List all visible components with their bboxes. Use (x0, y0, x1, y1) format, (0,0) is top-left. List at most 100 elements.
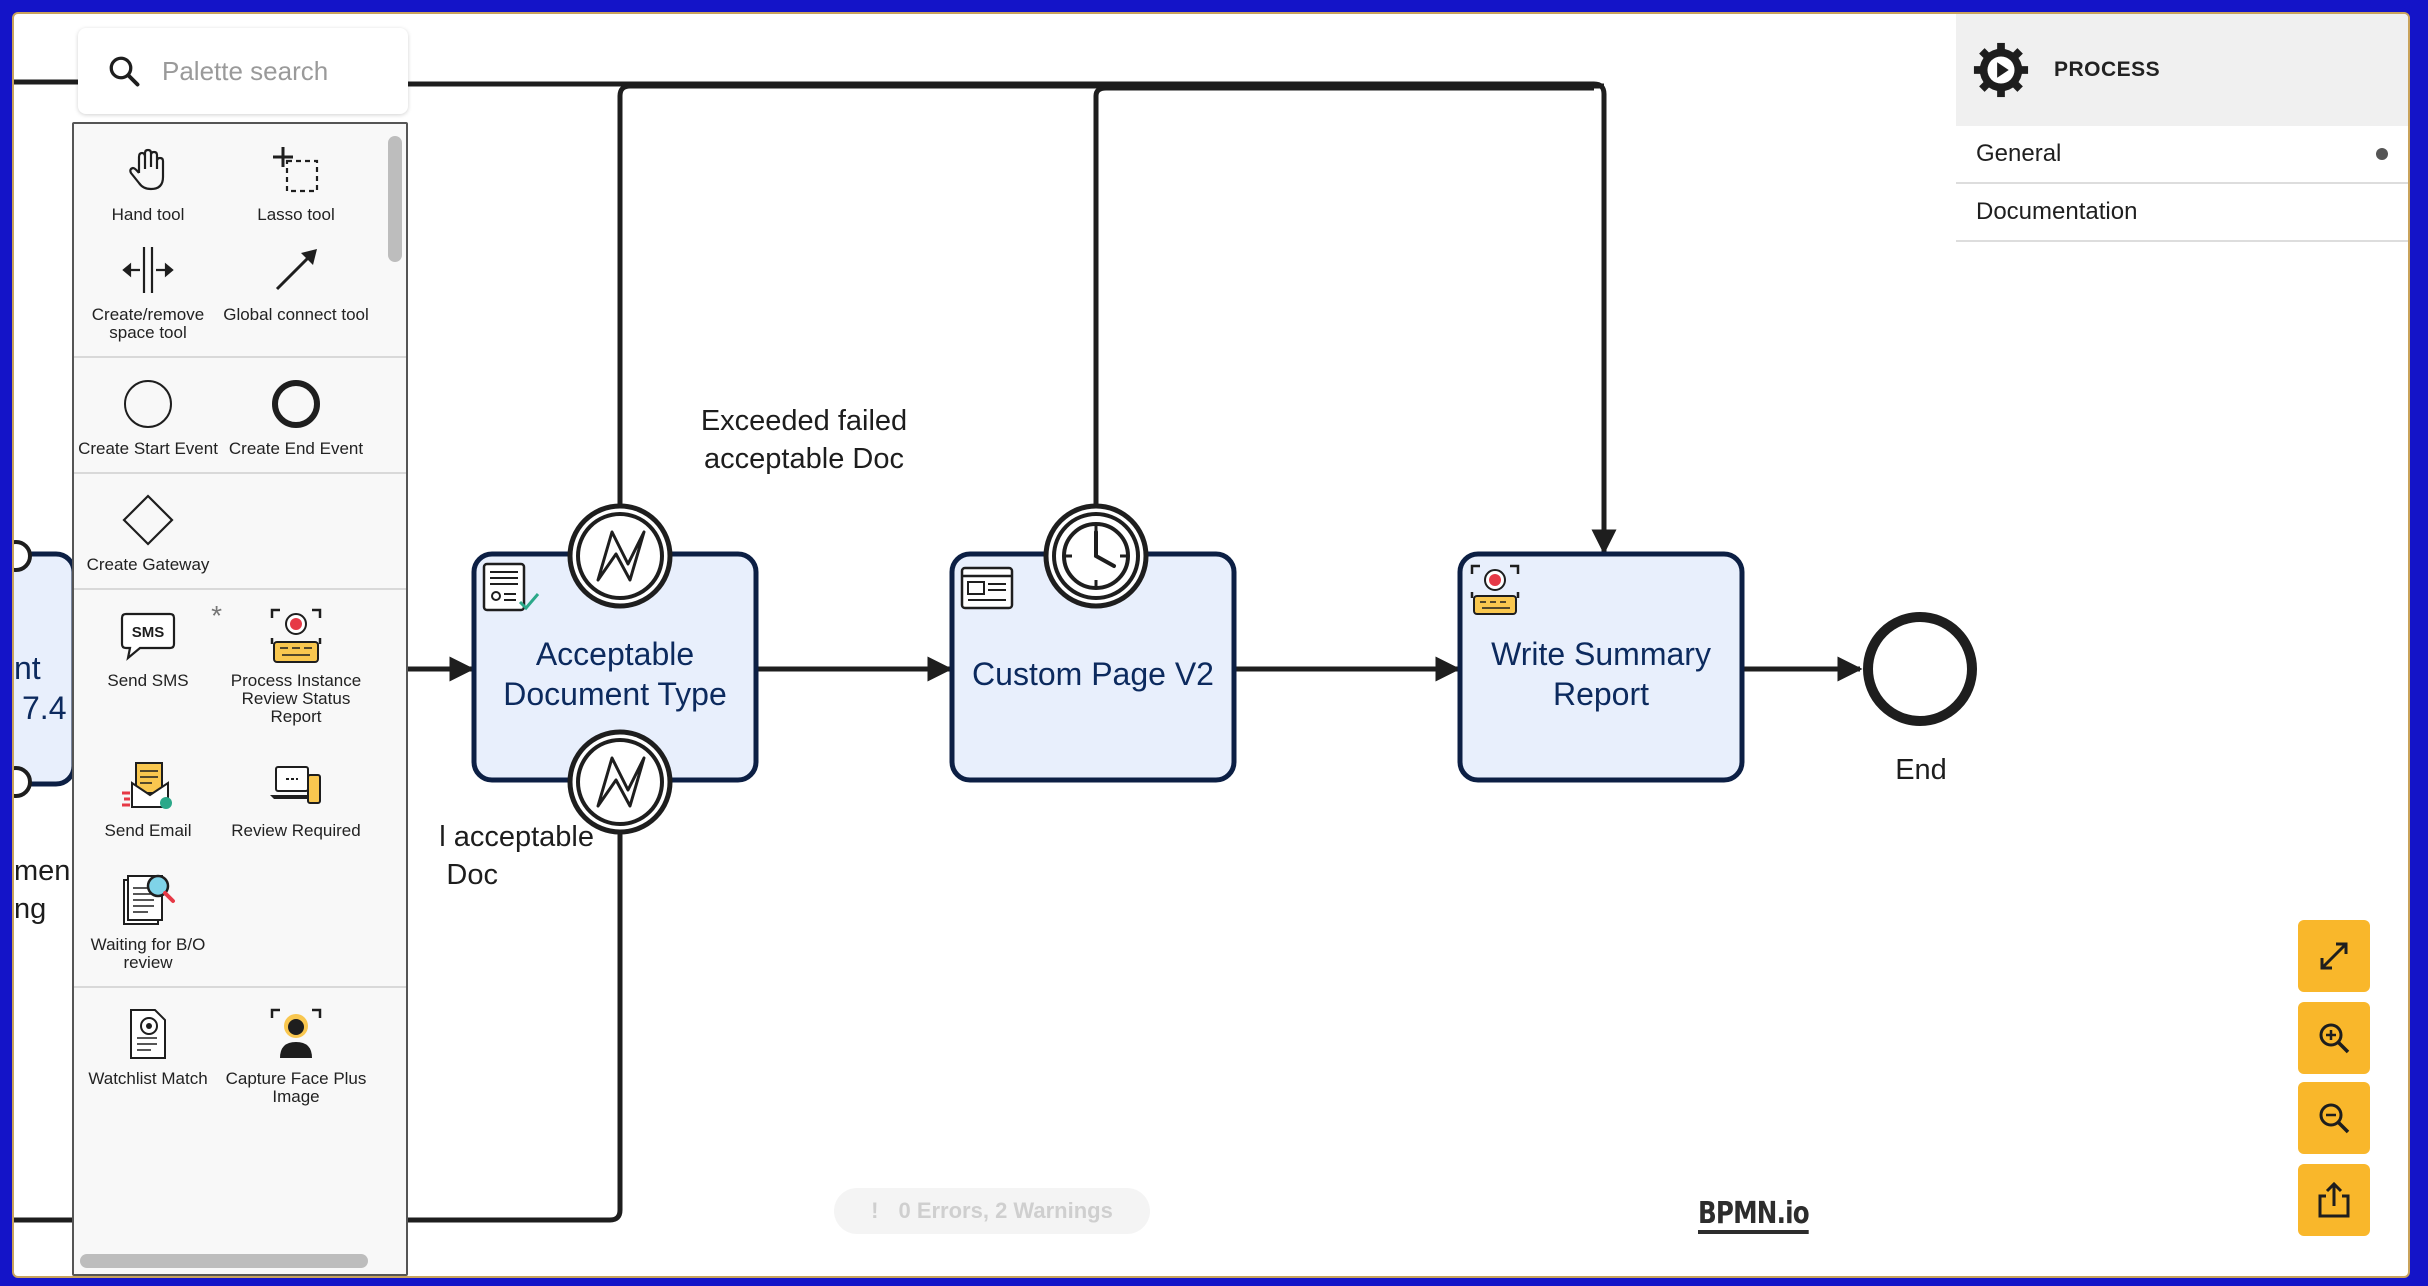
palette-label: Watchlist Match (88, 1069, 208, 1088)
end-event-icon (268, 376, 324, 432)
properties-title: PROCESS (2054, 58, 2161, 81)
zoom-in-icon (2319, 1023, 2350, 1054)
fit-viewport-button[interactable] (2298, 920, 2370, 992)
space-tool-entry[interactable]: Create/remove space tool (74, 238, 222, 356)
zoom-out-button[interactable] (2298, 1082, 2370, 1154)
left-task-label-fragment: 7.4 (22, 690, 67, 726)
lasso-tool-entry[interactable]: Lasso tool (222, 124, 370, 238)
task-label: Acceptable Document Type (503, 636, 727, 712)
palette-label: Global connect tool (223, 305, 369, 324)
boundary-event-left-top[interactable] (14, 540, 32, 572)
connect-arrow-icon (268, 242, 324, 298)
create-start-event-entry[interactable]: Create Start Event (74, 358, 222, 472)
palette-label: Hand tool (111, 205, 185, 224)
sequence-flow-boundary-top[interactable] (617, 83, 1604, 506)
global-connect-tool-entry[interactable]: Global connect tool (222, 238, 370, 356)
capture-face-entry[interactable]: Capture Face Plus Image (222, 988, 370, 1120)
palette-horizontal-scrollbar[interactable] (80, 1254, 368, 1268)
email-icon (120, 758, 176, 814)
palette-label: Waiting for B/O review (90, 935, 206, 972)
section-label: Documentation (1976, 198, 2138, 225)
palette-label: Capture Face Plus Image (225, 1069, 367, 1106)
palette-label: Review Required (231, 821, 361, 840)
palette-label: Send Email (104, 821, 192, 840)
warning-icon: ! (871, 1198, 879, 1223)
zoom-out-icon (2319, 1103, 2350, 1134)
linting-status[interactable]: ! 0 Errors, 2 Warnings (834, 1188, 1150, 1234)
search-icon (109, 56, 140, 87)
palette-search-box[interactable] (78, 28, 408, 114)
task-write-summary-report[interactable] (1457, 551, 1745, 783)
id-card-check-icon (482, 562, 540, 612)
bpmn-io-logo[interactable]: BPMN.io (1698, 1198, 1810, 1234)
sms-icon: SMS (120, 608, 176, 664)
palette-group-tools: Hand tool Lasso tool Create/remove space… (74, 124, 406, 358)
create-end-event-entry[interactable]: Create End Event (222, 358, 370, 472)
properties-panel: PROCESS General Documentation (1956, 14, 2408, 250)
task-label: Custom Page V2 (972, 656, 1214, 692)
diagram-svg[interactable] (14, 14, 2408, 1276)
waiting-bo-review-entry[interactable]: Waiting for B/O review (74, 854, 222, 986)
watchlist-match-entry[interactable]: Watchlist Match (74, 988, 222, 1120)
palette-label: Process Instance Review Status Report (230, 671, 362, 726)
boundary-error-event-top[interactable] (567, 503, 673, 609)
palette-label: Send SMS (107, 671, 189, 690)
left-task-label-fragment: nt (14, 650, 41, 686)
properties-header: PROCESS (1956, 14, 2408, 126)
hand-icon (120, 142, 176, 198)
send-email-entry[interactable]: Send Email (74, 740, 222, 854)
palette-label: Lasso tool (257, 205, 335, 224)
boundary-event-left-bottom[interactable] (14, 766, 32, 798)
sequence-flow-timer[interactable] (1093, 85, 1594, 506)
palette-label: Create Start Event (78, 439, 218, 458)
diagram-canvas[interactable]: Acceptable Document Type Custom Page V2 … (14, 14, 2408, 1276)
process-instance-review-entry[interactable]: Process Instance Review Status Report (222, 590, 370, 740)
boundary-event-label-line-2: Doc (446, 859, 498, 891)
report-camera-icon (268, 608, 324, 664)
star-icon: * (211, 600, 222, 631)
properties-section-documentation[interactable]: Documentation (1956, 184, 2408, 242)
laptop-review-icon (268, 758, 324, 814)
section-label: General (1976, 140, 2062, 167)
lasso-icon (268, 142, 324, 198)
linting-text: 0 Errors, 2 Warnings (898, 1198, 1113, 1223)
web-page-icon (960, 566, 1014, 610)
watchlist-icon (120, 1006, 176, 1062)
export-button[interactable] (2298, 1164, 2370, 1236)
left-label-fragment: men (14, 855, 71, 887)
section-indicator-dot (2376, 148, 2388, 160)
app-window: Acceptable Document Type Custom Page V2 … (12, 12, 2410, 1278)
share-icon (2318, 1181, 2350, 1218)
task-label: Write Summary Report (1491, 636, 1711, 712)
boundary-timer-event[interactable] (1043, 503, 1149, 609)
space-tool-icon (120, 242, 176, 298)
face-capture-icon (268, 1006, 324, 1062)
create-gateway-entry[interactable]: Create Gateway (74, 474, 222, 588)
palette-group-events: Create Start Event Create End Event (74, 358, 406, 474)
palette-vertical-scrollbar[interactable] (388, 136, 402, 262)
svg-text:SMS: SMS (132, 624, 165, 641)
boundary-error-event-bottom[interactable] (567, 729, 673, 835)
report-camera-icon (1470, 564, 1520, 615)
boundary-event-label-line-1: l acceptable (439, 821, 594, 853)
properties-section-general[interactable]: General (1956, 126, 2408, 184)
palette-label: Create/remove space tool (91, 305, 205, 342)
sequence-flow-boundary-bottom[interactable] (14, 834, 623, 1223)
gear-play-icon (1973, 42, 2029, 98)
send-sms-entry[interactable]: * SMS Send SMS (74, 590, 222, 740)
palette: Hand tool Lasso tool Create/remove space… (72, 122, 408, 1276)
expand-icon (2320, 942, 2348, 970)
document-search-icon (120, 872, 176, 928)
palette-group-gateways: Create Gateway (74, 474, 406, 590)
gateway-icon (120, 492, 176, 548)
zoom-in-button[interactable] (2298, 1002, 2370, 1074)
end-event[interactable] (1863, 612, 1977, 726)
boundary-event-label: Exceeded failed acceptable Doc (700, 405, 908, 475)
hand-tool-entry[interactable]: Hand tool (74, 124, 222, 238)
left-label-fragment: ng (14, 893, 47, 925)
palette-search-input[interactable] (160, 54, 404, 88)
palette-label: Create End Event (228, 439, 364, 458)
review-required-entry[interactable]: Review Required (222, 740, 370, 854)
start-event-icon (120, 376, 176, 432)
end-event-label: End (1895, 754, 1947, 786)
